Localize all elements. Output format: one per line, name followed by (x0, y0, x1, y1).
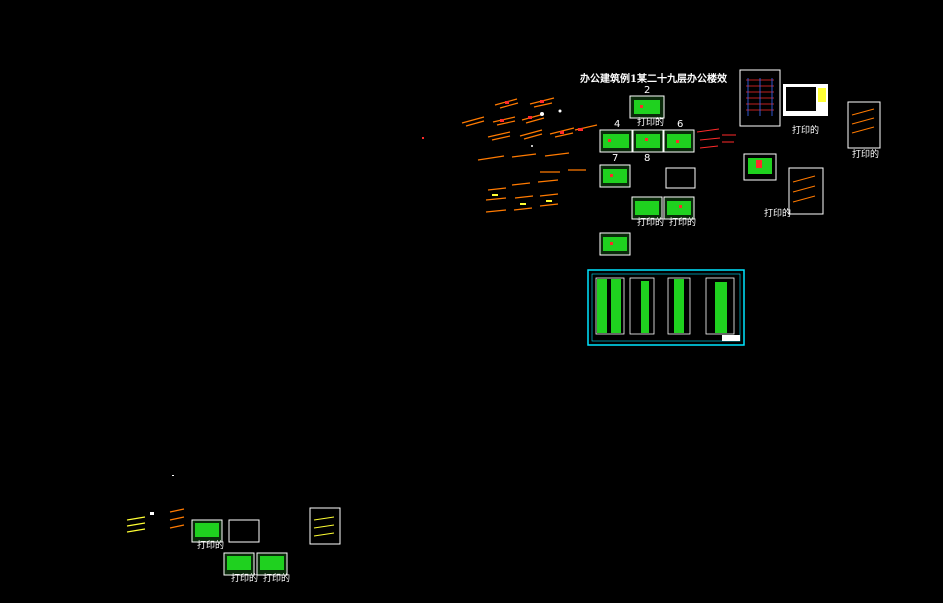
print-label: 打印的 (669, 218, 697, 228)
print-label: 打印的 (637, 218, 665, 228)
floor-number-6: 6 (677, 119, 684, 130)
print-label: 打印的 (263, 574, 291, 584)
print-label: 打印的 (197, 541, 225, 551)
print-label: 打印的 (764, 209, 792, 219)
print-label: 打印的 (231, 574, 259, 584)
floor-number-8: 8 (644, 153, 651, 164)
isometric-annotation-cluster (422, 97, 598, 213)
floor-number-2: 2 (644, 85, 651, 96)
print-label: 打印的 (852, 150, 880, 160)
print-label: 打印的 (637, 118, 665, 128)
floor-number-7: 7 (612, 153, 619, 164)
floor-number-4: 4 (614, 119, 621, 130)
floor-plan-sheets[interactable] (599, 95, 736, 256)
schedule-sheets[interactable] (739, 69, 881, 215)
elevation-sheet[interactable] (587, 269, 745, 346)
lower-sheet-cluster[interactable] (126, 475, 341, 576)
print-label: 打印的 (792, 126, 820, 136)
drawing-title: 办公建筑例1某二十九层办公楼效 (580, 74, 727, 85)
